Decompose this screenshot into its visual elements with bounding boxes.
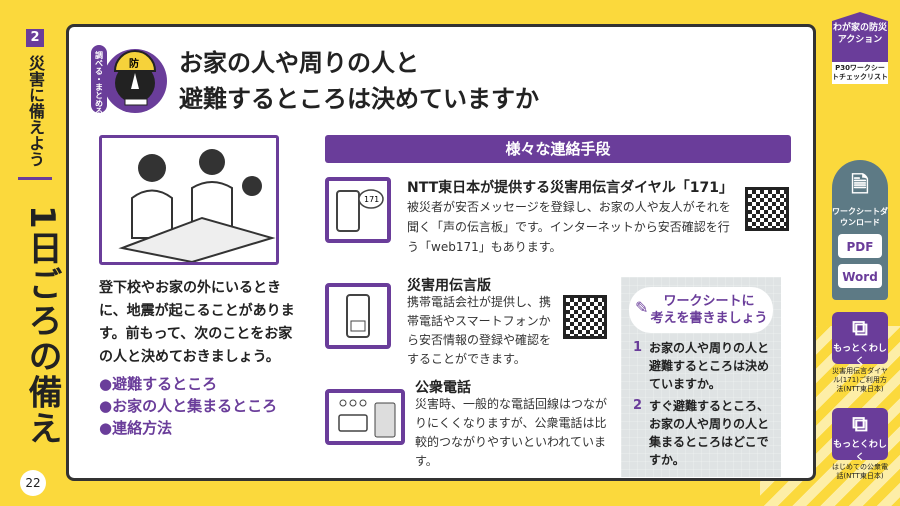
external-link-icon: ⧉ [852,412,868,437]
external-link-icon: ⧉ [852,316,868,341]
document-icon: 🗎 [851,173,869,198]
worksheet-heading-line1: ワークシートに [663,294,755,309]
qr-code-board[interactable] [563,295,607,339]
badge-text: 調べる・まとめる [95,50,104,115]
intro-paragraph: 登下校やお家の外にいるときに、地震が起こることがあります。前もって、次のことをお… [99,280,295,365]
content-card: 調べる・まとめる 防 お家の人や周りの人と 避難するところは決めていますか 登下… [66,24,816,481]
intro-text: 登下校やお家の外にいるときに、地震が起こることがあります。前もって、次のことをお… [99,277,299,439]
worksheet-heading-line2: 考えを書きましょう [650,311,768,326]
item-body-board: 携帯電話会社が提供し、携帯電話やスマートフォンから安否情報の登録や確認をすること… [407,295,552,366]
item-body-payphone: 災害時、一般的な電話回線はつながりにくくなりますが、公衆電話は比較的つながりやす… [415,397,608,468]
download-label: ワークシートダウンロード [832,207,888,227]
chapter-sidebar: 2 災害に備えよう 1日ごろの備え [18,26,62,466]
item-title-board: 災害用伝言版 [407,278,491,294]
question-text: お家の人や周りの人と避難するところは決めていますか。 [649,341,770,391]
pencil-icon: ✎ [635,298,649,317]
bullet-meeting-place: ●お家の人と集まるところ [99,397,278,415]
rhino-mascot-icon: 調べる・まとめる 防 [91,45,167,115]
phone-171-icon: 171 [325,177,391,243]
section-title: 1日ごろの備え [22,205,62,447]
bullet-contact-method: ●連絡方法 [99,419,173,437]
worksheet-question: 2 すぐ避難するところ、お家の人や周りの人と集まるところはどこですか。 [621,397,781,473]
worksheet-panel: ✎ ワークシートに 考えを書きましょう 1 お家の人や周りの人と避難するところは決… [621,277,781,477]
title-line-2: 避難するところは決めていますか [179,85,539,113]
bullet-evacuation: ●避難するところ [99,375,218,393]
item-title-171: NTT東日本が提供する災害用伝言ダイヤル「171」 [407,180,733,196]
page-number: 22 [20,470,46,496]
word-download-button[interactable]: Word [838,264,882,288]
more-info-payphone[interactable]: ⧉ もっとくわしく はじめての公衆電話(NTT東日本) [832,408,888,481]
more-subtitle: はじめての公衆電話(NTT東日本) [832,463,888,480]
chapter-title: 災害に備えよう [26,55,45,167]
pdf-download-button[interactable]: PDF [838,234,882,258]
smartphone-icon [325,283,391,349]
action-title: わが家の防災アクション [832,23,887,45]
icon-171-label: 171 [364,195,379,204]
question-number: 1 [633,340,643,355]
page-title: お家の人や周りの人と 避難するところは決めていますか [179,45,539,117]
more-label: もっとくわしく [833,440,887,463]
more-label: もっとくわしく [833,344,887,367]
item-title-payphone: 公衆電話 [415,380,471,396]
qr-code-171[interactable] [745,187,789,231]
family-action-button[interactable]: わが家の防災アクション [832,12,888,62]
contacts-heading: 様々な連絡手段 [325,135,791,163]
divider [18,177,52,180]
public-phone-icon [325,389,405,445]
title-line-1: お家の人や周りの人と [179,49,419,77]
more-subtitle: 災害用伝言ダイヤル(171)ご利用方法(NTT東日本) [832,367,888,393]
question-text: すぐ避難するところ、お家の人や周りの人と集まるところはどこですか。 [649,399,770,467]
helmet-text: 防 [129,57,139,70]
action-subtitle[interactable]: P30ワークシートチェックリスト [832,62,888,84]
item-body-171: 被災者が安否メッセージを登録し、お家の人や友人がそれを聞く「声の伝言板」です。イ… [407,200,731,254]
worksheet-question: 1 お家の人や周りの人と避難するところは決めていますか。 [621,339,781,397]
worksheet-download-panel: 🗎 ワークシートダウンロード PDF Word [832,160,888,300]
question-number: 2 [633,398,643,413]
more-info-171[interactable]: ⧉ もっとくわしく 災害用伝言ダイヤル(171)ご利用方法(NTT東日本) [832,312,888,394]
worksheet-heading: ✎ ワークシートに 考えを書きましょう [629,287,773,333]
family-illustration [99,135,279,265]
chapter-number: 2 [26,29,44,47]
